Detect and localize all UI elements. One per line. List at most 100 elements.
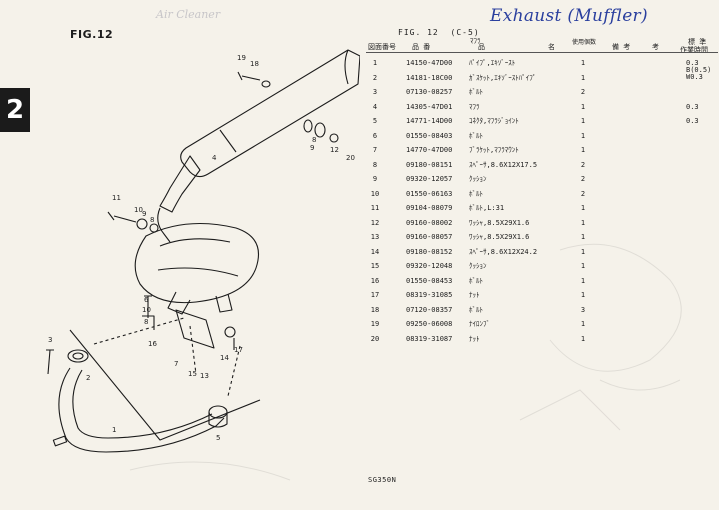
callout-8: 8 [312,136,316,144]
row-number: 4 [372,102,378,111]
part-name: ﾅｲﾛﾝﾌﾞ [469,320,490,328]
callout-13: 13 [200,372,209,380]
callout-15: 15 [188,370,197,378]
col-header-std2: 作業時間 [680,46,708,54]
callout-12: 12 [330,146,339,154]
part-name: ﾜｯｼｬ,8.5X29X1.6 [469,218,530,227]
quantity: 1 [580,262,586,270]
part-number: 09250-06008 [406,320,453,328]
part-number: 14181-18C00 [406,73,453,82]
quantity: 3 [580,305,586,314]
part-number: 07130-08257 [406,88,453,96]
part-name: ｺﾈｸﾀ,ﾏﾌﾗｼﾞｮｲﾝﾄ [469,117,519,125]
part-name: ﾎﾞﾙﾄ [469,131,483,140]
table-header-rule [366,52,718,53]
col-header-qty: 使用個数 [572,39,597,46]
part-number: 09104-08079 [406,204,453,212]
figure-label: FIG.12 [70,28,114,41]
muffler-mount-bracket [134,222,260,304]
table-row: 6 01550-08403 ﾎﾞﾙﾄ 1 [366,129,718,144]
col-header-std: 標 準 [688,38,707,46]
part-number: 01550-08403 [406,131,453,140]
callout-10: 10 [134,206,143,214]
muffler-body [180,49,360,178]
quantity: 2 [580,175,586,183]
remarks: 0.3 [686,117,699,125]
quantity: 1 [580,146,586,154]
table-row: 2 14181-18C00 ｶﾞｽｹｯﾄ,ｴｷｿﾞｰｽﾄﾊﾟｲﾌﾟ 1 [366,71,718,86]
part-name: ﾎﾞﾙﾄ [469,88,483,96]
col-header-name2: 名 [548,43,555,51]
background-handwriting: Air Cleaner [156,8,221,21]
exploded-parts-diagram: 19 18 4 8 12 20 9 11 10 9 8 6 10 8 16 7 … [46,49,360,453]
part-number: 09320-12048 [406,262,453,270]
row-number: 20 [370,334,380,343]
part-name: ｶﾞｽｹｯﾄ,ｴｷｿﾞｰｽﾄﾊﾟｲﾌﾟ [469,73,537,82]
callout-3: 3 [48,336,52,344]
quantity: 1 [580,102,586,111]
part-name: ｽﾍﾟｰｻ,8.6X12X24.2 [469,247,538,256]
row-number: 7 [372,146,378,154]
row-number: 11 [370,204,380,212]
col-header-name: 品 [478,43,485,51]
part-number: 08319-31085 [406,291,453,299]
row-number: 16 [370,276,380,285]
quantity: 1 [580,291,586,299]
callout-20: 20 [346,154,355,162]
callout-18: 18 [250,60,259,68]
callout-8-left: 8 [150,216,154,224]
col-header-no: 図面番号 [368,43,396,51]
row-number: 2 [372,73,378,82]
row-number: 12 [370,218,380,227]
row-number: 14 [370,247,380,256]
part-number: 01550-08453 [406,276,453,285]
section-tab: 2 [0,88,30,132]
callout-10-lower: 10 [142,306,151,314]
row-number: 18 [370,305,380,314]
handwritten-annotation: Exhaust (Muffler) [490,6,648,26]
row-number: 9 [372,175,378,183]
table-title-jp: ﾏﾌﾗ [470,37,481,45]
quantity: 1 [580,204,586,212]
callout-9-left: 9 [142,210,146,218]
part-number: 14771-14D00 [406,117,453,125]
table-heading-group: (C-5) [450,28,480,37]
col-header-remarks: 備 考 [612,43,631,51]
part-number: 14770-47D00 [406,146,453,154]
row-number: 10 [370,189,380,198]
quantity: 1 [580,73,586,82]
quantity: 1 [580,334,586,343]
model-code: SG350N [368,476,397,484]
quantity: 1 [580,131,586,140]
table-heading-fig: FIG. 12 [398,28,439,37]
quantity: 1 [580,117,586,125]
part-number: 09320-12057 [406,175,453,183]
quantity: 2 [580,88,586,96]
row-number: 8 [372,160,378,169]
row-number: 1 [372,59,378,67]
table-row: 15 09320-12048 ｸｯｼｮﾝ 1 [366,259,718,274]
row-number: 15 [370,262,380,270]
quantity: 1 [580,59,586,67]
part-name: ｸｯｼｮﾝ [469,262,487,270]
part-name: ﾎﾞﾙﾄ [469,305,483,314]
callout-17: 17 [234,346,243,354]
row-number: 17 [370,291,380,299]
part-number: 09160-08057 [406,233,453,241]
row-number: 6 [372,131,378,140]
row-number: 13 [370,233,380,241]
callout-6: 6 [144,296,149,304]
part-name: ｽﾍﾟｰｻ,8.6X12X17.5 [469,160,538,169]
col-header-extra: 考 [652,43,659,51]
table-heading: FIG. 12 (C-5) [398,28,480,37]
